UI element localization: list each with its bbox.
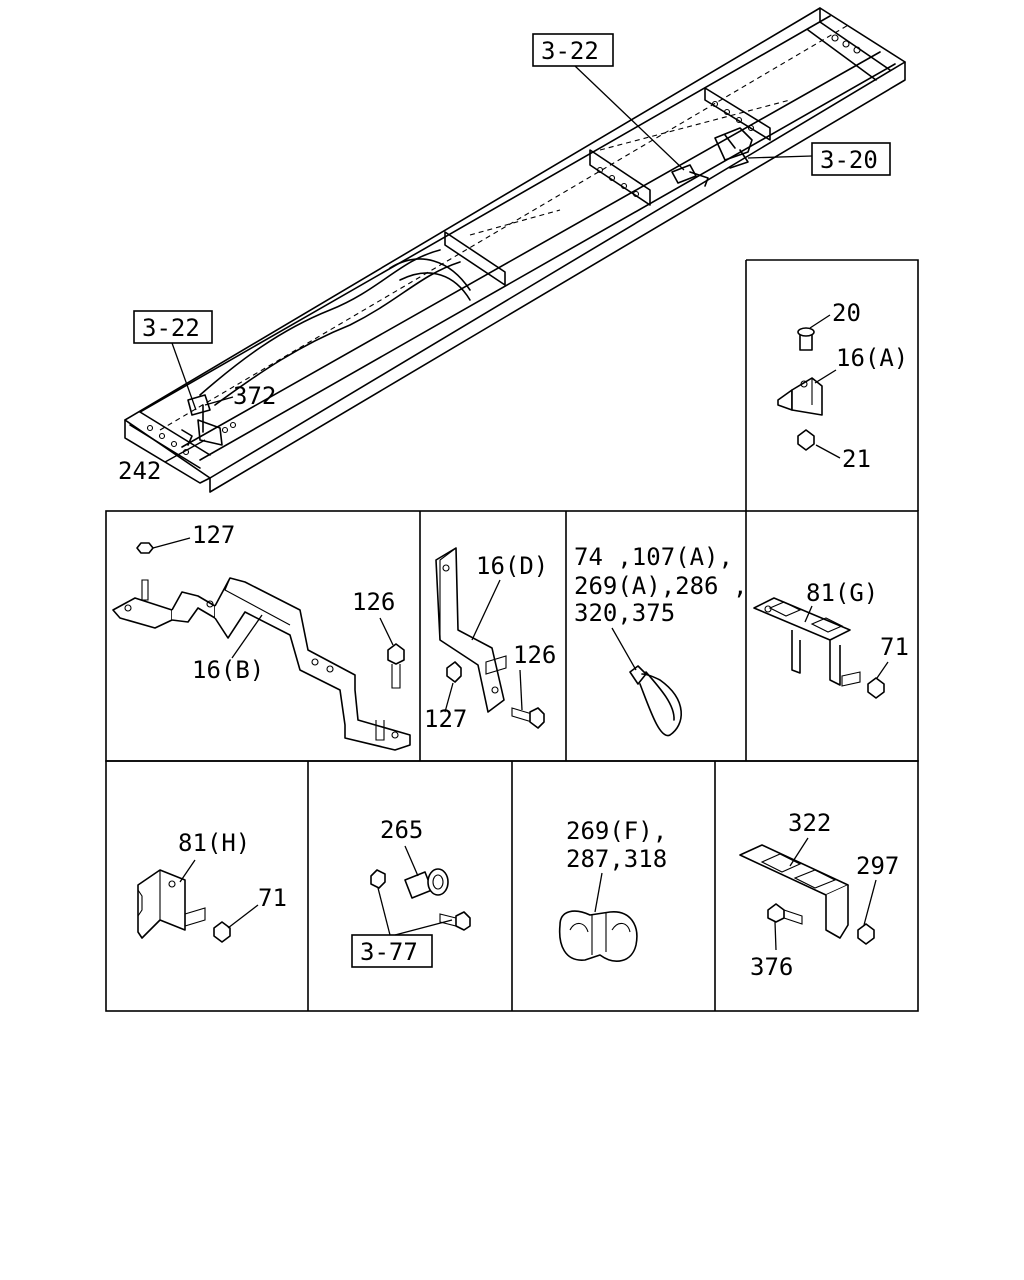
chassis-frame (124, 7, 906, 493)
panel-16d: 16(D) 126 127 (424, 547, 556, 733)
panel-265: 265 3-77 (351, 816, 471, 968)
panel-322: 322 297 376 (739, 809, 899, 981)
panel-16a: 20 16(A) 21 (777, 299, 908, 473)
callout-126-d: 126 (513, 641, 556, 669)
callout-322: 322 (788, 809, 831, 837)
ref-box-3-22-top (532, 33, 614, 67)
tie-line-1: 74 ,107(A), (574, 543, 733, 571)
callout-81h: 81(H) (178, 829, 250, 857)
clip-line-1: 269(F), (566, 817, 667, 845)
panel-16b: 127 126 16(B) (112, 521, 411, 751)
callout-16a: 16(A) (836, 344, 908, 372)
panel-clip: 269(F), 287,318 (558, 817, 667, 962)
panel-81h: 81(H) 71 (137, 829, 287, 943)
callout-127: 127 (192, 521, 235, 549)
panel-grid (105, 259, 919, 1012)
callout-81g: 81(G) (806, 579, 878, 607)
ref-box-3-77 (351, 934, 433, 968)
callout-242: 242 (118, 457, 161, 485)
callout-21: 21 (842, 445, 871, 473)
tie-line-3: 320,375 (574, 599, 675, 627)
callout-20: 20 (832, 299, 861, 327)
ref-3-22-left: 3-22 (142, 314, 200, 342)
callout-376: 376 (750, 953, 793, 981)
ref-3-20: 3-20 (820, 146, 878, 174)
panel-cable-tie: 74 ,107(A), 269(A),286 , 320,375 (574, 543, 747, 737)
callout-126: 126 (352, 588, 395, 616)
tie-line-2: 269(A),286 , (574, 572, 747, 600)
callout-16d: 16(D) (476, 552, 548, 580)
callout-297: 297 (856, 852, 899, 880)
ref-3-77: 3-77 (360, 938, 418, 966)
frame-references: 3-22 3-20 3-22 372 242 (118, 33, 891, 485)
callout-71-g: 71 (880, 633, 909, 661)
ref-box-3-20 (811, 142, 891, 176)
clip-line-2: 287,318 (566, 845, 667, 873)
ref-box-3-22-left (133, 310, 213, 344)
callout-372: 372 (233, 382, 276, 410)
callout-16b: 16(B) (192, 656, 264, 684)
callout-71-h: 71 (258, 884, 287, 912)
ref-3-22-top: 3-22 (541, 37, 599, 65)
panel-81g: 81(G) 71 (753, 579, 909, 699)
callout-265: 265 (380, 816, 423, 844)
